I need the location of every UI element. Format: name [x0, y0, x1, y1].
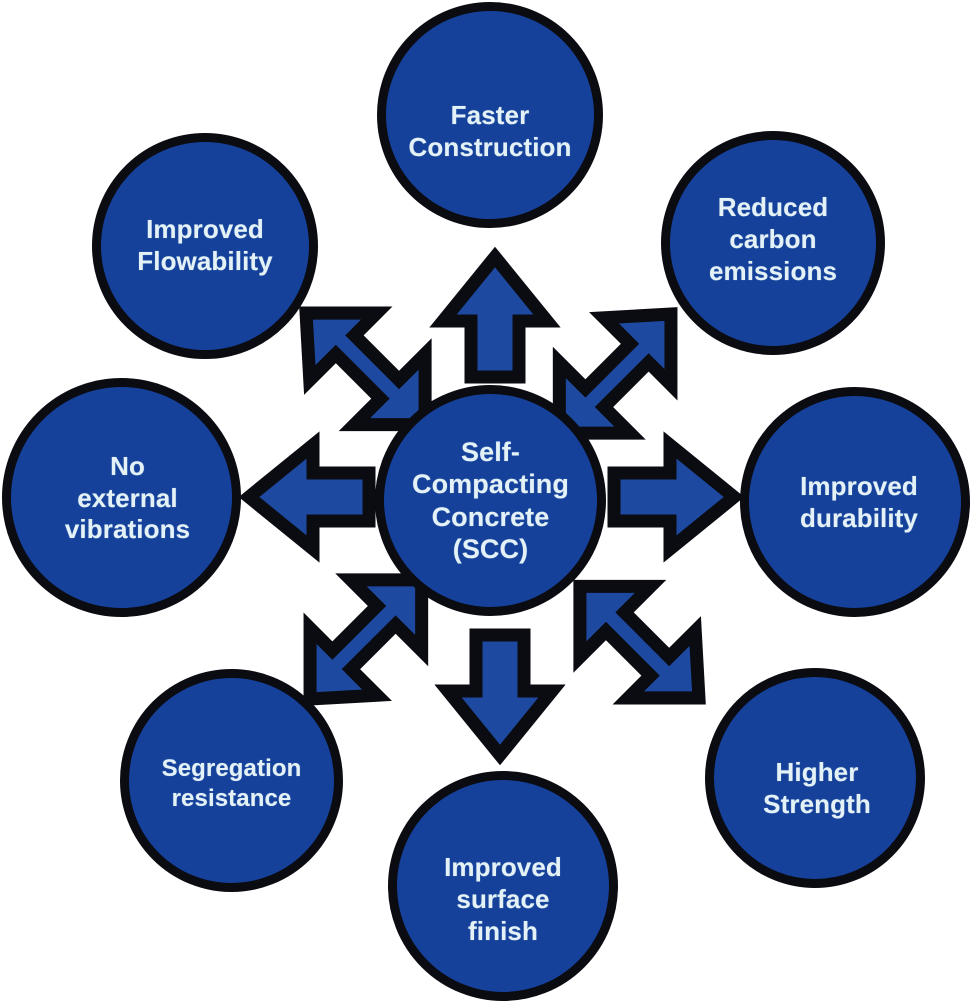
- node-faster-construction[interactable]: Faster Construction: [377, 2, 603, 228]
- arrow-down-right-icon: [580, 586, 699, 698]
- node-label-improved-surface-finish: Improved surface finish: [444, 852, 562, 946]
- arrow-left-icon: [249, 445, 369, 549]
- node-improved-surface-finish[interactable]: Improved surface finish: [388, 771, 618, 1001]
- node-reduced-carbon-emissions[interactable]: Reduced carbon emissions: [661, 131, 885, 355]
- arrow-up-right-icon: [559, 314, 671, 433]
- node-label-center: Self- Compacting Concrete (SCC): [411, 436, 569, 564]
- arrow-down-icon: [448, 635, 552, 755]
- arrow-up-icon: [443, 257, 547, 377]
- node-improved-flowability[interactable]: Improved Flowability: [92, 133, 318, 359]
- arrow-down-left-icon: [310, 580, 422, 699]
- node-label-faster-construction: Faster Construction: [408, 100, 572, 162]
- node-label-no-external-vibrations: No external vibrations: [64, 450, 191, 545]
- node-self-compacting-concrete[interactable]: Self- Compacting Concrete (SCC): [375, 385, 606, 616]
- node-no-external-vibrations[interactable]: No external vibrations: [2, 378, 241, 617]
- node-label-improved-flowability: Improved Flowability: [137, 214, 273, 276]
- node-higher-strength[interactable]: Higher Strength: [705, 668, 925, 888]
- node-label-reduced-carbon-emissions: Reduced carbon emissions: [708, 192, 838, 286]
- node-label-higher-strength: Higher Strength: [763, 757, 871, 819]
- node-improved-durability[interactable]: Improved durability: [740, 387, 970, 617]
- arrow-up-left-icon: [306, 313, 425, 425]
- node-segregation-resistance[interactable]: Segregation resistance: [120, 669, 343, 892]
- arrow-right-icon: [614, 445, 734, 549]
- node-label-segregation-resistance: Segregation resistance: [161, 755, 302, 812]
- node-label-improved-durability: Improved durability: [799, 471, 918, 533]
